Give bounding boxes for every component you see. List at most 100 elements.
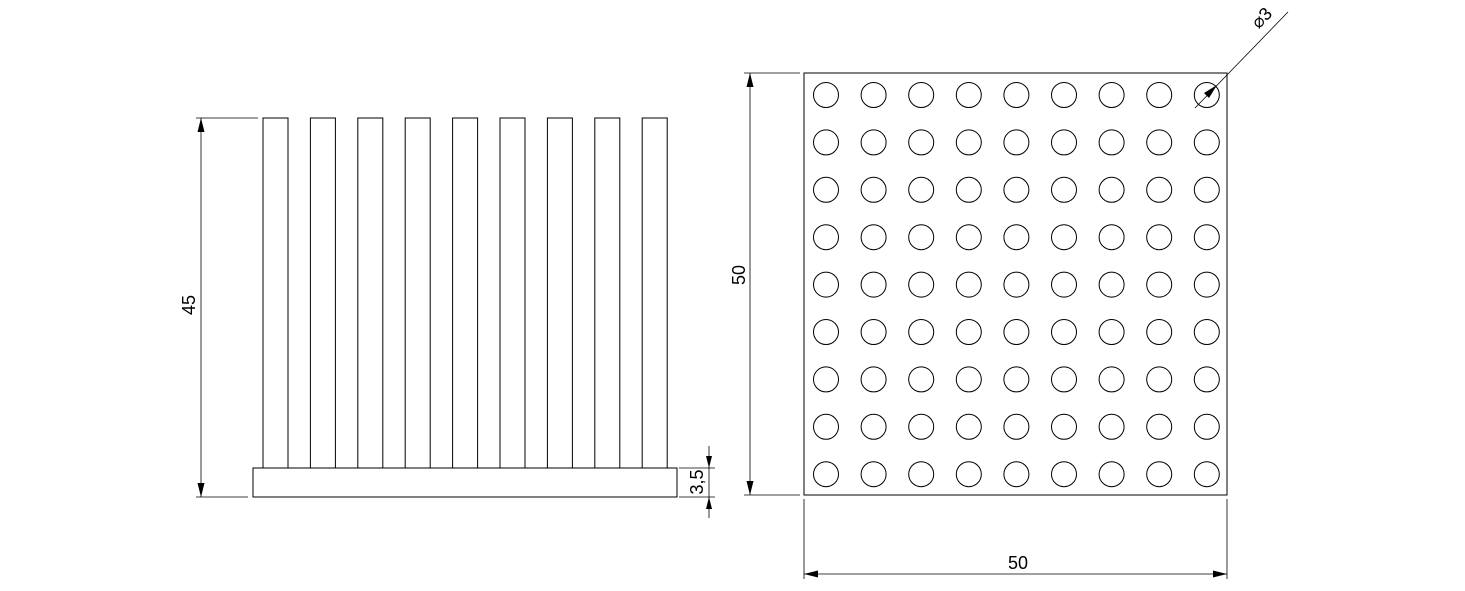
pin-circle — [860, 319, 887, 345]
arrow-up-icon — [197, 118, 205, 132]
pin-circle — [1051, 271, 1077, 298]
pin-circle — [860, 176, 887, 203]
top-width-label: 50 — [1008, 553, 1028, 573]
pin-circle — [908, 224, 935, 251]
pin-circle — [813, 413, 839, 440]
base-thickness-dimension: 3,5 — [679, 446, 715, 518]
pin-circle — [1051, 319, 1077, 345]
fin — [404, 117, 431, 469]
pin-circle — [1193, 413, 1220, 440]
top-view: 50 50 ⌀3 — [729, 3, 1289, 579]
pin-circle — [813, 271, 839, 298]
pin-circle — [1051, 366, 1077, 393]
pin-circle — [813, 82, 839, 108]
arrow-right-icon — [1213, 570, 1227, 578]
arrow-up-icon — [746, 73, 754, 87]
pin-circle — [1003, 271, 1030, 298]
side-view: 45 3,5 — [179, 117, 715, 518]
pin-circle — [908, 176, 935, 203]
base-label: 3,5 — [687, 469, 707, 494]
fin — [357, 117, 384, 469]
fin — [309, 117, 336, 469]
pin-circle — [813, 366, 839, 393]
pin-circle — [813, 224, 839, 251]
pin-circle — [1098, 271, 1125, 298]
pin-circle — [908, 461, 935, 488]
pin-circle — [813, 319, 839, 345]
pin-circle — [1146, 129, 1173, 156]
fin — [546, 117, 573, 469]
pin-circle — [1193, 461, 1220, 488]
pin-circle — [955, 176, 982, 203]
pin-circle — [1051, 413, 1077, 440]
pin-circle — [955, 461, 982, 488]
pin-circle — [1003, 461, 1030, 488]
arrow-down-icon — [706, 456, 712, 468]
pin-circle — [908, 271, 935, 298]
pin-circle — [1003, 413, 1030, 440]
pin-circle — [1051, 129, 1077, 156]
pin-circle — [1003, 224, 1030, 251]
pin-circle — [1146, 224, 1173, 251]
arrow-left-icon — [804, 570, 818, 578]
pin-circle — [1051, 461, 1077, 488]
pin-circle — [1146, 461, 1173, 488]
pin-circle — [1098, 129, 1125, 156]
width-dimension-50: 50 — [803, 499, 1228, 579]
arrow-down-icon — [746, 481, 754, 495]
pin-circle — [908, 413, 935, 440]
pin-circle — [955, 366, 982, 393]
pin-circle — [1146, 82, 1173, 108]
pin-circle — [860, 413, 887, 440]
pin-circle — [1098, 82, 1125, 108]
pin-circle — [1193, 82, 1220, 108]
fin — [594, 117, 621, 469]
pin-circle — [1193, 129, 1220, 156]
fins-group — [262, 117, 668, 469]
pin-circle — [1193, 271, 1220, 298]
pin-circle — [1193, 176, 1220, 203]
pin-circle — [1146, 176, 1173, 203]
pin-circle — [1051, 176, 1077, 203]
pin-circle — [1098, 319, 1125, 345]
fin — [499, 117, 526, 469]
pin-circle — [813, 129, 839, 156]
pin-circle — [1146, 413, 1173, 440]
pin-circle — [1051, 82, 1077, 108]
pin-circle — [860, 366, 887, 393]
pin-circle — [1051, 224, 1077, 251]
pin-circle — [1146, 319, 1173, 345]
pin-circle — [813, 461, 839, 488]
pin-circle — [1098, 224, 1125, 251]
pin-circle — [955, 82, 982, 108]
height-dimension-50: 50 — [729, 72, 800, 496]
pins-group — [813, 82, 1220, 488]
pin-circle — [860, 129, 887, 156]
pin-circle — [1003, 319, 1030, 345]
pin-circle — [1098, 366, 1125, 393]
pin-circle — [955, 319, 982, 345]
pin-circle — [1146, 271, 1173, 298]
height-dimension-45: 45 — [179, 117, 258, 498]
pin-circle — [908, 82, 935, 108]
pin-circle — [1003, 82, 1030, 108]
pin-circle — [1146, 366, 1173, 393]
pin-circle — [908, 366, 935, 393]
pin-diameter-label: ⌀3 — [1247, 3, 1276, 32]
pin-diameter-leader: ⌀3 — [1194, 3, 1289, 109]
pin-circle — [1193, 366, 1220, 393]
pin-circle — [1003, 176, 1030, 203]
arrow-down-icon — [197, 483, 205, 497]
pin-circle — [860, 82, 887, 108]
pin-circle — [908, 129, 935, 156]
pin-circle — [1003, 129, 1030, 156]
height-label: 45 — [179, 295, 199, 315]
pin-circle — [955, 129, 982, 156]
pin-circle — [860, 461, 887, 488]
fin — [641, 117, 668, 469]
base-plate — [252, 467, 678, 498]
pin-circle — [908, 319, 935, 345]
top-outline — [803, 72, 1228, 496]
pin-circle — [813, 176, 839, 203]
